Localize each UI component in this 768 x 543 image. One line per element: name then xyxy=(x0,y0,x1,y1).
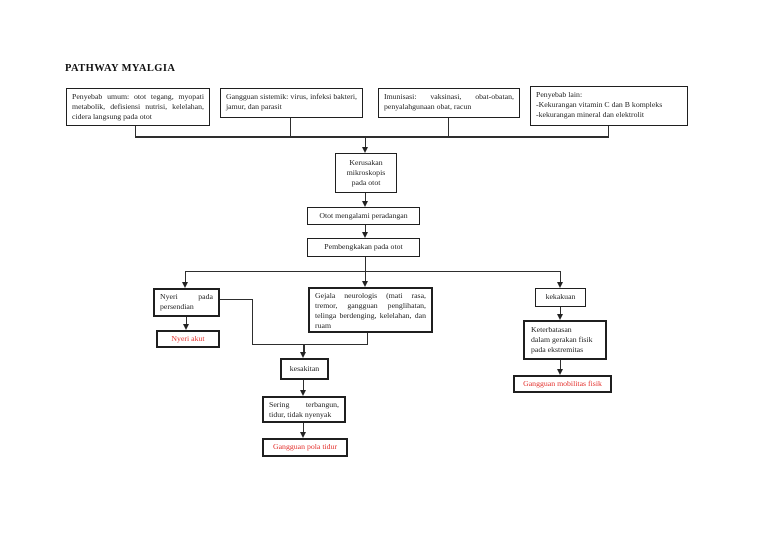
connector xyxy=(364,270,366,282)
connector xyxy=(134,136,609,138)
arrow-down-icon xyxy=(299,390,306,396)
node-nyeri-persendian: Nyeri pada persendian xyxy=(153,288,220,317)
arrow-down-icon xyxy=(361,201,368,207)
arrow-down-icon xyxy=(182,324,189,330)
node-kerusakan-mikroskopis: Kerusakan mikroskopis pada otot xyxy=(335,153,397,193)
connector xyxy=(364,225,366,233)
arrow-down-icon xyxy=(361,232,368,238)
connector xyxy=(559,270,561,283)
node-gangguan-pola-tidur: Gangguan pola tidur xyxy=(262,438,348,457)
connector xyxy=(559,360,561,370)
arrow-down-icon xyxy=(181,282,188,288)
connector xyxy=(303,343,305,353)
arrow-down-icon xyxy=(299,432,306,438)
arrow-down-icon xyxy=(556,282,563,288)
connector xyxy=(559,307,561,315)
node-kekakuan: kekakuan xyxy=(535,288,586,307)
connector xyxy=(364,136,366,148)
arrow-down-icon xyxy=(300,352,306,358)
node-keterbatasan: Keterbatasan dalam gerakan fisik pada ek… xyxy=(523,320,607,360)
node-kesakitan: kesakitan xyxy=(280,358,329,380)
arrow-down-icon xyxy=(361,281,368,287)
connector xyxy=(366,333,368,345)
arrow-down-icon xyxy=(556,369,563,375)
connector xyxy=(134,126,136,138)
connector xyxy=(364,257,366,272)
connector xyxy=(364,193,366,202)
connector xyxy=(607,126,609,138)
node-otot-peradangan: Otot mengalami peradangan xyxy=(307,207,420,225)
node-gangguan-mobilitas-fisik: Gangguan mobilitas fisik xyxy=(513,375,612,393)
node-nyeri-akut: Nyeri akut xyxy=(156,330,220,348)
connector xyxy=(251,298,253,345)
node-penyebab-umum: Penyebab umum: otot tegang, myopati meta… xyxy=(66,88,210,126)
node-pembengkakan: Pembengkakan pada otot xyxy=(307,238,420,257)
node-sering-terbangun: Sering terbangun, tidur, tidak nyenyak xyxy=(262,396,346,423)
connector xyxy=(302,380,304,391)
node-gejala-neurologis: Gejala neurologis (mati rasa, tremor, ga… xyxy=(308,287,433,333)
node-penyebab-lain: Penyebab lain: -Kekurangan vitamin C dan… xyxy=(530,86,688,126)
node-gangguan-sistemik: Gangguan sistemik: virus, infeksi bakter… xyxy=(220,88,363,118)
connector xyxy=(289,118,291,138)
connector xyxy=(185,317,187,325)
arrow-down-icon xyxy=(556,314,563,320)
connector xyxy=(302,423,304,433)
connector xyxy=(220,298,253,300)
page-title: PATHWAY MYALGIA xyxy=(65,63,176,74)
node-imunisasi: Imunisasi: vaksinasi, obat-obatan, penya… xyxy=(378,88,520,118)
connector xyxy=(251,343,368,345)
arrow-down-icon xyxy=(361,147,368,153)
connector xyxy=(447,118,449,138)
connector xyxy=(184,270,561,272)
connector xyxy=(184,270,186,283)
